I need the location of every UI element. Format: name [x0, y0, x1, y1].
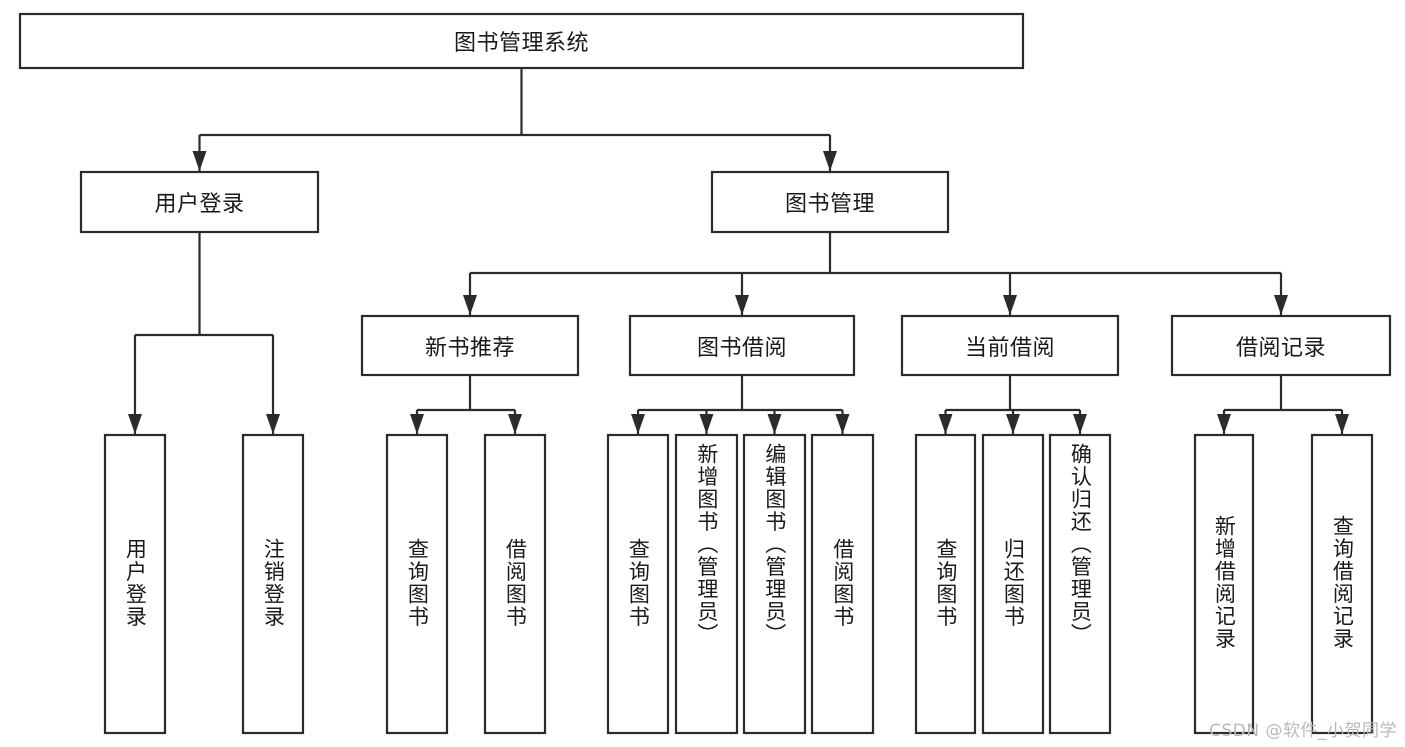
arrow-head-icon — [1073, 414, 1087, 434]
csdn-watermark: CSDN @软件_小贺同学 — [1209, 721, 1397, 741]
node-box-borrow-borrow-book[interactable] — [810, 433, 875, 735]
node-box-borrow-add-book[interactable] — [674, 433, 739, 735]
arrow-head-icon — [735, 295, 749, 315]
node-box-book-management[interactable] — [710, 170, 950, 234]
node-box-root[interactable] — [18, 12, 1025, 70]
node-box-record-query[interactable] — [1310, 433, 1374, 735]
node-box-user-logout-leaf[interactable] — [241, 433, 305, 735]
arrow-head-icon — [1217, 414, 1231, 434]
node-box-book-borrow[interactable] — [628, 314, 856, 377]
node-box-record-add[interactable] — [1193, 433, 1255, 735]
arrow-head-icon — [767, 414, 782, 434]
boxes-layer — [18, 12, 1392, 735]
arrow-head-icon — [192, 151, 207, 171]
arrow-head-icon — [508, 414, 522, 434]
arrow-head-icon — [266, 414, 280, 434]
node-box-current-confirm-return[interactable] — [1048, 433, 1112, 735]
node-box-borrow-query-book[interactable] — [606, 433, 670, 735]
node-box-recommend-query-book[interactable] — [385, 433, 449, 735]
node-box-new-book-recommend[interactable] — [360, 314, 580, 377]
arrow-head-icon — [1003, 295, 1017, 315]
arrow-head-icon — [463, 295, 477, 315]
arrow-head-icon — [835, 414, 850, 434]
arrow-head-icon — [823, 151, 837, 171]
arrow-head-icon — [1274, 295, 1288, 315]
arrow-head-icon — [938, 414, 953, 434]
node-box-current-return-book[interactable] — [981, 433, 1045, 735]
node-box-user-login-leaf[interactable] — [103, 433, 167, 735]
node-box-current-borrow[interactable] — [900, 314, 1120, 377]
arrow-head-icon — [631, 414, 645, 434]
arrow-head-icon — [1335, 414, 1349, 434]
node-box-borrow-records[interactable] — [1170, 314, 1392, 377]
arrow-head-icon — [128, 414, 142, 434]
node-box-user-login[interactable] — [79, 170, 320, 234]
arrow-head-icon — [1006, 414, 1020, 434]
connectors-layer — [128, 68, 1349, 434]
node-box-borrow-edit-book[interactable] — [742, 433, 807, 735]
arrow-head-icon — [699, 414, 714, 434]
node-box-current-query-book[interactable] — [914, 433, 977, 735]
node-box-recommend-borrow-book[interactable] — [483, 433, 547, 735]
arrow-head-icon — [410, 414, 424, 434]
